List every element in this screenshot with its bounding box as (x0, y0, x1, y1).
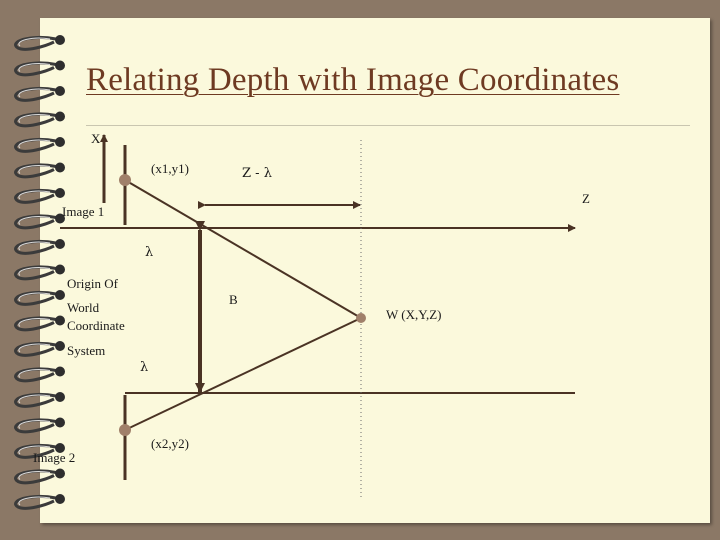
spiral-ring-icon (14, 392, 65, 408)
spiral-ring-icon (14, 239, 65, 255)
spiral-ring-icon (14, 188, 65, 204)
label-point-bottom: (x2,y2) (151, 436, 189, 451)
spiral-ring-icon (14, 60, 65, 77)
spiral-ring-icon (14, 137, 65, 153)
label-image1: Image 1 (62, 204, 105, 219)
point-w (356, 313, 366, 323)
spiral-ring-icon (14, 35, 65, 51)
label-world: World (67, 300, 100, 315)
spiral-ring-icon (14, 111, 65, 128)
spiral-ring-icon (14, 315, 65, 332)
label-point-b: B (229, 292, 238, 307)
label-world-point: W (X,Y,Z) (386, 307, 442, 322)
spiral-ring-icon (14, 264, 65, 281)
spiral-ring-icon (14, 86, 65, 102)
point-x2y2 (119, 424, 131, 436)
spiral-ring-icon (14, 443, 65, 459)
ray-bottom (124, 317, 362, 431)
label-image2: Image 2 (33, 450, 76, 465)
slide-page (40, 18, 710, 523)
label-z-minus-lambda: Z - λ (242, 166, 272, 181)
label-lambda-lower: λ (140, 360, 149, 375)
spiral-ring-icon (14, 290, 65, 306)
spiral-ring-icon (14, 162, 65, 179)
label-lambda-upper: λ (145, 245, 154, 260)
point-x1y1 (119, 174, 131, 186)
title-divider (86, 125, 690, 126)
slide-title: Relating Depth with Image Coordinates (86, 62, 620, 98)
spiral-ring-icon (14, 468, 65, 485)
ray-top (124, 179, 362, 319)
label-system: System (67, 343, 106, 358)
label-point-top: (x1,y1) (151, 161, 189, 176)
spiral-ring-icon (14, 417, 65, 434)
spiral-ring-icon (14, 213, 65, 230)
spiral-ring-icon (14, 494, 65, 510)
label-coordinate: Coordinate (67, 318, 125, 333)
spiral-ring-icon (14, 366, 65, 383)
label-axis-z: Z (582, 191, 590, 206)
spiral-ring-icon (14, 341, 65, 357)
label-axis-x: X (91, 131, 101, 146)
label-origin: Origin Of (67, 276, 118, 291)
